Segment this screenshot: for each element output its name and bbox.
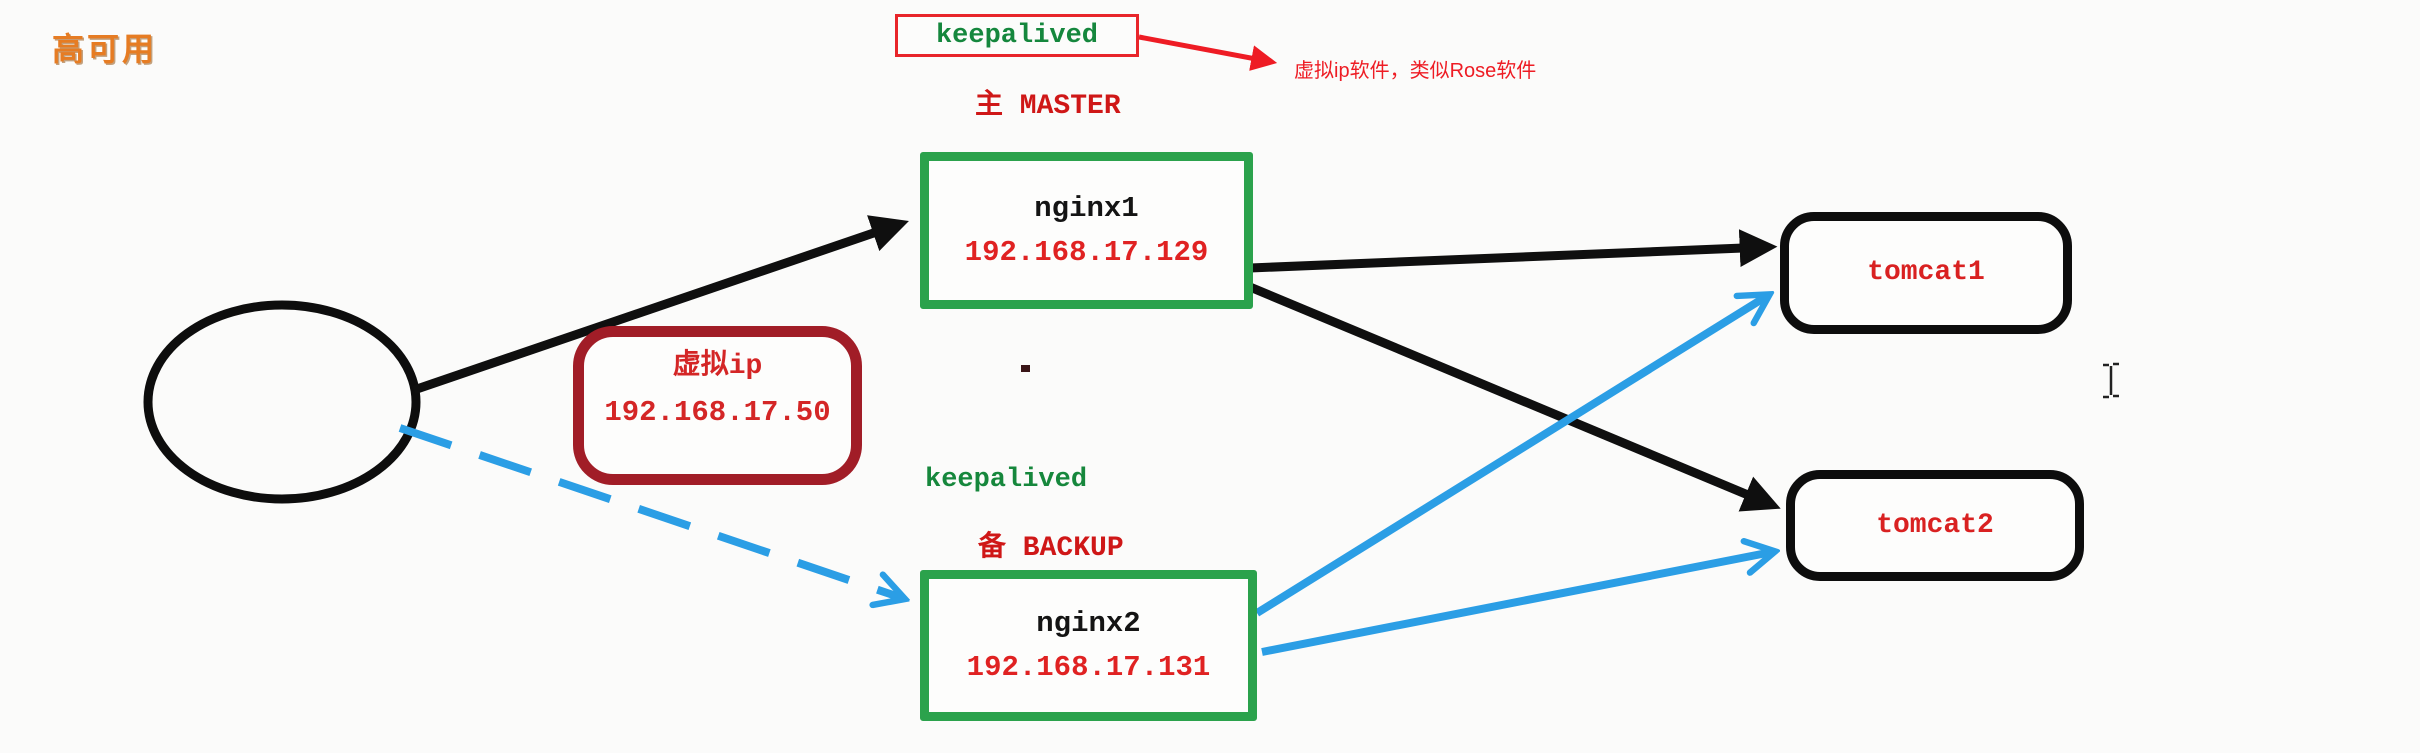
node-tomcat2: tomcat2 [1786,470,2084,581]
page-title: 高可用 [52,31,158,67]
arrow-keepalived-to-note [1138,34,1278,71]
stray-dot [1021,365,1030,372]
tomcat1-name: tomcat1 [1867,257,1985,288]
tomcat2-name: tomcat2 [1876,509,1994,541]
master-role-label: 主 MASTER [975,91,1121,122]
node-nginx2: nginx2 192.168.17.131 [920,570,1257,721]
keepalived-callout-label: keepalived [935,20,1099,51]
arrow-client-to-nginx2 [398,424,902,598]
arrow-nginx1-to-tomcat1 [1249,229,1778,273]
arrow-client-to-nginx1 [412,215,909,395]
keepalived-callout-box: keepalived [895,14,1139,57]
backup-keepalived-label: keepalived [925,465,1088,495]
node-tomcat1: tomcat1 [1780,212,2072,334]
virtual-ip-name: 虚拟ip [672,351,763,382]
backup-role-label: 备 BACKUP [978,533,1124,564]
node-nginx1: nginx1 192.168.17.129 [920,152,1253,309]
arrow-nginx2-to-tomcat1 [1254,296,1767,617]
arrow-nginx1-to-tomcat2 [1248,282,1781,512]
arrow-nginx2-to-tomcat2 [1261,552,1772,656]
nginx2-ip: 192.168.17.131 [966,651,1211,684]
node-virtual-ip: 虚拟ip 192.168.17.50 [573,326,862,485]
keepalived-note: 虚拟ip软件，类似Rose软件 [1294,60,1537,82]
virtual-ip-address: 192.168.17.50 [604,396,831,429]
nginx1-ip: 192.168.17.129 [964,236,1209,269]
client-ellipse [143,300,421,504]
nginx2-name: nginx2 [1036,607,1141,640]
nginx1-name: nginx1 [1034,192,1139,225]
text-cursor-icon [2103,362,2119,399]
